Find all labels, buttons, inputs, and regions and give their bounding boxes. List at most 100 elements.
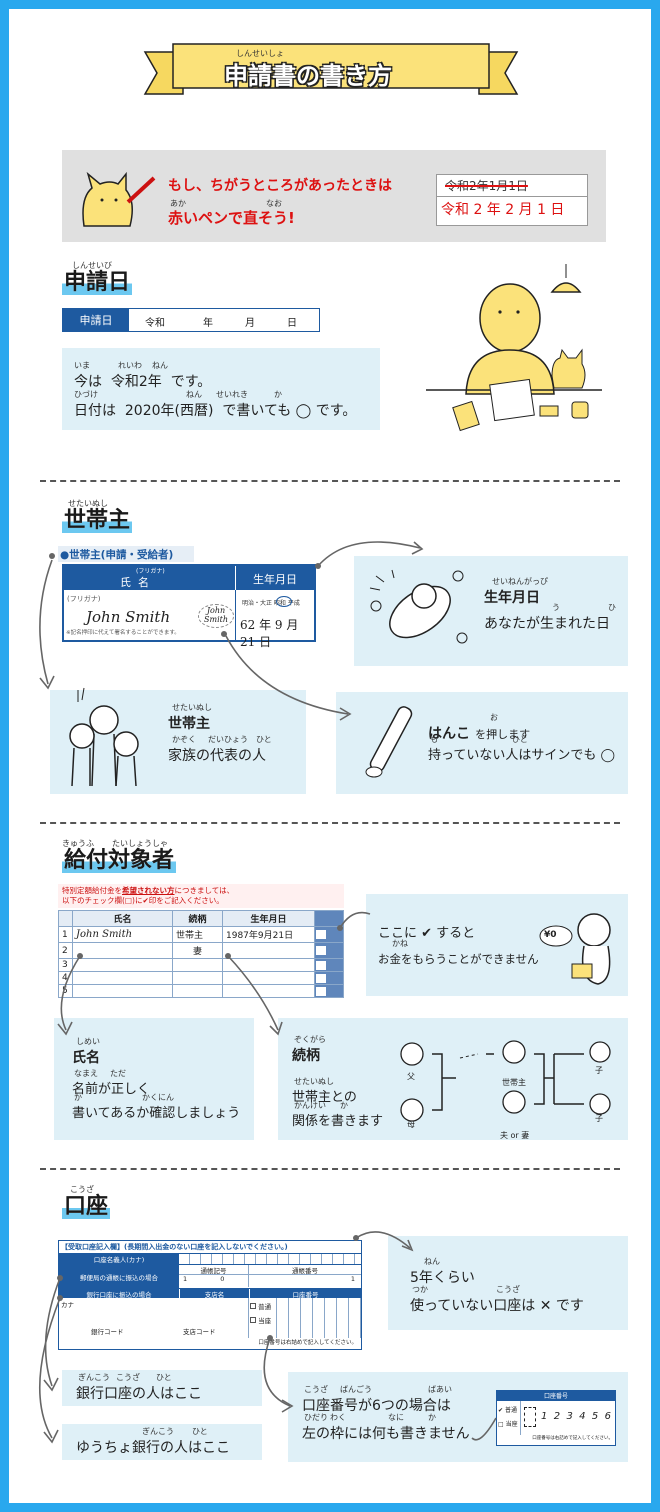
s3-furigana2: たいしょうしゃ bbox=[112, 839, 168, 848]
check-line2: お金をもらうことができません bbox=[378, 952, 539, 966]
six-line2: 左の枠には何も書きません bbox=[302, 1426, 470, 1442]
kana-label: カナ bbox=[61, 1301, 74, 1309]
furi-nen: ねん bbox=[424, 1257, 440, 1266]
birth-title: 生年月日 bbox=[484, 590, 540, 606]
furi-nani: なに bbox=[388, 1413, 404, 1422]
notice-part2: につきましては、 bbox=[174, 886, 235, 895]
form-footnote: 口座番号は右詰めで記入してください。 bbox=[258, 1340, 357, 1346]
six-line1: 口座番号が6つの場合は bbox=[302, 1398, 451, 1414]
section-divider bbox=[40, 1168, 620, 1170]
section-title-application-date: 申請日 bbox=[62, 270, 133, 295]
fam-head: 世帯主 bbox=[502, 1078, 526, 1087]
name-check-panel bbox=[54, 1018, 254, 1140]
date-line1: 今は 令和2年 です。 bbox=[74, 374, 212, 390]
fam-child2: 子 bbox=[595, 1114, 603, 1123]
household-head-form-header: ●世帯主(申請・受給者) bbox=[58, 546, 194, 562]
mini-note: 口座番号は右詰めで記入してください。 bbox=[532, 1436, 613, 1441]
checkbox-explanation-panel bbox=[366, 894, 628, 996]
furi-hizuke: ひづけ bbox=[74, 390, 98, 399]
furi-kouza3: こうざ bbox=[304, 1385, 328, 1394]
check-line1: ここに ✔ すると bbox=[378, 926, 476, 941]
notice-part3: 以下のチェック欄(□)に✔印をご記入ください。 bbox=[62, 896, 224, 906]
fam-father: 父 bbox=[407, 1072, 415, 1081]
section-title-bank-account: 口座 bbox=[62, 1194, 111, 1219]
s4-furigana: こうざ bbox=[70, 1185, 94, 1194]
fam-spouse: 夫 or 妻 bbox=[500, 1131, 530, 1140]
furi-reiwa: れいわ bbox=[118, 361, 142, 370]
furi-hito3: ひと bbox=[156, 1373, 172, 1382]
checkbox[interactable] bbox=[314, 926, 344, 944]
family-tree-diagram bbox=[400, 1040, 611, 1122]
mini-toza-label: 当座 bbox=[505, 1421, 518, 1428]
mini-toza[interactable]: □ 当座 bbox=[498, 1421, 518, 1428]
form-label: 申請日 bbox=[63, 309, 129, 331]
furi-hito2: ひと bbox=[512, 735, 528, 744]
showa-circle bbox=[276, 596, 292, 607]
furi-red: あか bbox=[170, 199, 186, 208]
s2-furigana: せたいぬし bbox=[68, 499, 108, 508]
section-divider bbox=[40, 822, 620, 824]
unused-line2: 使っていない口座は ✕ です bbox=[410, 1298, 584, 1314]
branch-code: 支店コード bbox=[183, 1328, 216, 1336]
notice-strong: 希望されない方 bbox=[122, 886, 175, 895]
relationship-panel bbox=[278, 1018, 628, 1140]
hanko-icon bbox=[365, 706, 413, 778]
checkbox[interactable] bbox=[314, 971, 344, 986]
application-date-form: 申請日 令和 年 月 日 bbox=[62, 308, 320, 332]
furi-nen: ねん bbox=[152, 361, 168, 370]
mini-account-form: 口座番号 ✔ 普通 □ 当座 1 2 3 4 5 6 口座番号は右詰めで記入して… bbox=[496, 1390, 616, 1446]
notice-part1: 特別定額給付金を bbox=[62, 886, 122, 895]
notice-line2: 赤いペンで直そう! bbox=[168, 209, 295, 227]
bank-note: 銀行口座の人はここ bbox=[76, 1386, 202, 1402]
date-explanation-panel bbox=[62, 348, 380, 430]
wrong-date: 令和2年1月1日 bbox=[445, 179, 528, 193]
furi-kane: かね bbox=[392, 939, 408, 948]
mini-header: 口座番号 bbox=[497, 1391, 615, 1401]
furi-head: せたいぬし bbox=[172, 703, 212, 712]
tsucho-bango: 通帳番号 bbox=[292, 1267, 318, 1275]
rel-line2: 関係を書きます bbox=[292, 1114, 384, 1129]
toza-checkbox[interactable]: 当座 bbox=[250, 1315, 275, 1325]
checkbox[interactable] bbox=[314, 984, 344, 999]
family-illustration bbox=[69, 687, 139, 787]
holder-label: 口座名義人(カナ) bbox=[59, 1254, 179, 1264]
birth-desc: あなたが生まれた日 bbox=[484, 616, 610, 632]
name-line1: 名前が正しく bbox=[72, 1082, 151, 1097]
yucho-note: ゆうちょ銀行の人はここ bbox=[76, 1440, 230, 1456]
bango-values: 1 bbox=[350, 1275, 355, 1283]
person-writing-illustration bbox=[426, 264, 602, 432]
rel-title: 続柄 bbox=[292, 1048, 320, 1064]
furi-kouza2: こうざ bbox=[116, 1373, 140, 1382]
mini-futsu-label: 普通 bbox=[504, 1407, 517, 1414]
furi-namae: なまえ bbox=[74, 1069, 98, 1078]
page-title: 申請書の書き方 bbox=[224, 62, 392, 90]
checkbox[interactable] bbox=[314, 958, 344, 973]
furi-fix: なお bbox=[266, 199, 282, 208]
furi-kazoku: かぞく bbox=[172, 735, 196, 744]
empty-left-box bbox=[524, 1407, 536, 1427]
head-desc: 家族の代表の人 bbox=[168, 748, 266, 764]
name-label: 氏 名 bbox=[120, 576, 149, 589]
furi-kouza: こうざ bbox=[496, 1285, 520, 1294]
furi-setai: せたいぬし bbox=[294, 1077, 334, 1086]
recipients-form: 特別定額給付金を希望されない方につきましては、 以下のチェック欄(□)に✔印をご… bbox=[58, 884, 344, 1000]
kana-row: (フリガナ) bbox=[67, 595, 101, 603]
fam-child1: 子 bbox=[595, 1066, 603, 1075]
furi-kaku: か bbox=[274, 390, 282, 399]
checkbox[interactable] bbox=[314, 942, 344, 960]
unused-line1: 5年くらい bbox=[410, 1270, 475, 1286]
futsu-checkbox[interactable]: 普通 bbox=[250, 1301, 275, 1311]
baby-icon bbox=[369, 569, 468, 644]
furi-waku: わく bbox=[330, 1413, 346, 1422]
furi-hidari: ひだり bbox=[304, 1413, 328, 1422]
mini-futsu[interactable]: ✔ 普通 bbox=[498, 1407, 517, 1414]
name-value: John Smith bbox=[86, 608, 171, 626]
furi-kaki: か bbox=[428, 1413, 436, 1422]
hanko-desc: 持っていない人はサインでも ◯ bbox=[428, 748, 616, 763]
bank-account-form: 【受取口座記入欄】(長期間入出金のない口座を記入しないでください。) 口座名義人… bbox=[58, 1240, 362, 1350]
